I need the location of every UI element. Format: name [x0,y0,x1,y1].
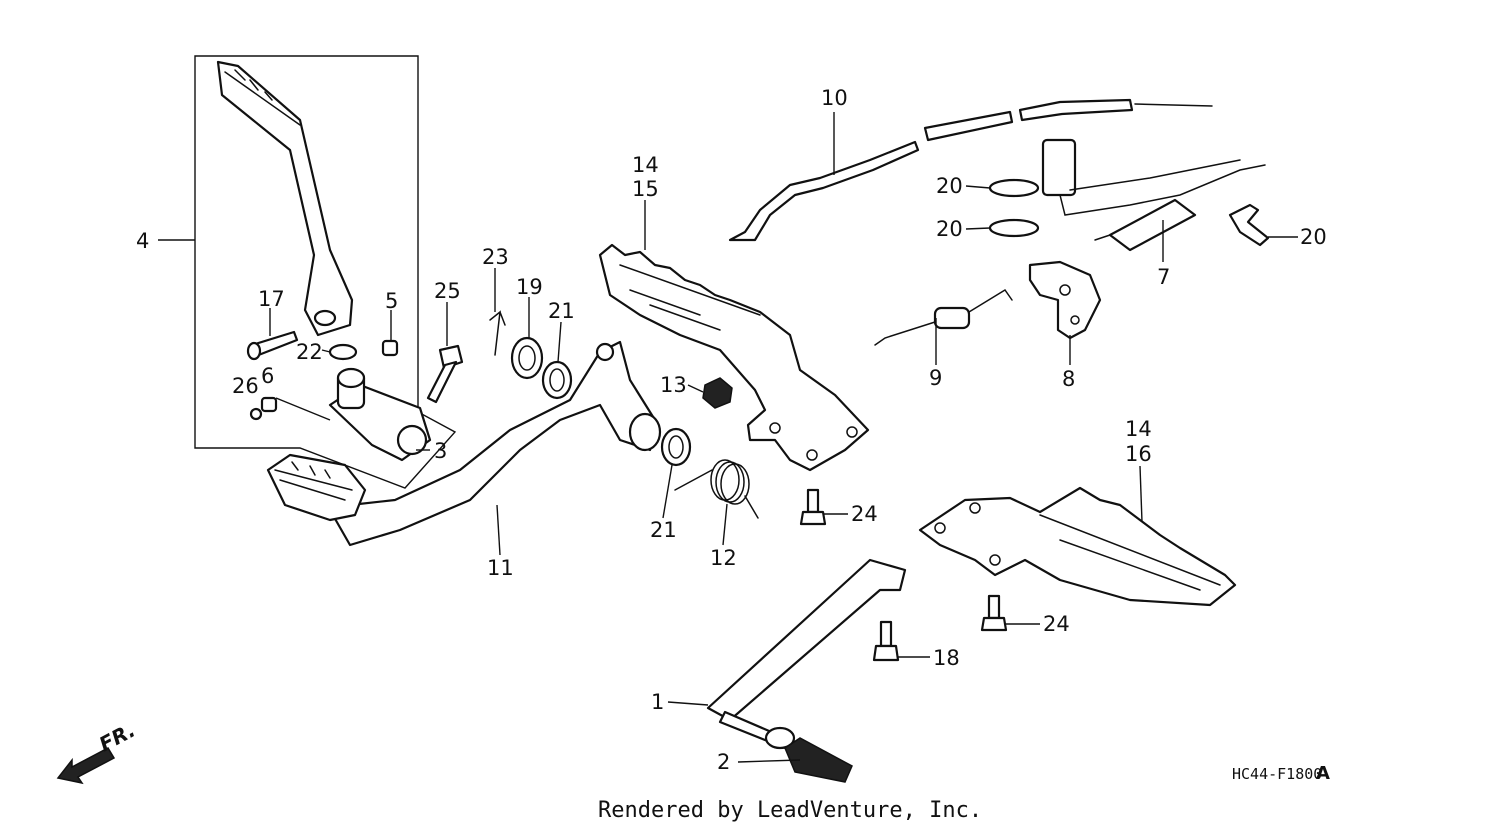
callout-2: 2 [717,750,730,774]
spring-5 [381,339,399,357]
return-spring-12 [674,459,759,519]
seal-21-lower [660,427,692,467]
callout-11: 11 [487,556,514,580]
callout-20-c: 20 [1300,225,1327,249]
callout-8: 8 [1062,367,1075,391]
seal-19 [510,336,544,380]
clip-20-b [988,218,1040,238]
leader-lines [158,112,1298,763]
cotter-pin-23 [489,310,506,356]
callout-13: 13 [660,373,687,397]
callout-17: 17 [258,287,285,311]
brake-pedal [266,340,662,547]
callout-21-lower: 21 [650,518,677,542]
washer-22 [328,343,358,361]
bracket-8 [1028,260,1102,340]
footpeg-right [598,243,870,472]
bolt-17 [246,330,299,361]
kick-starter-group-frame [194,55,457,489]
callout-20-a: 20 [936,174,963,198]
bolt-24-upper [799,488,827,526]
callout-26: 26 [232,374,259,398]
front-direction-arrow: FR. [56,718,139,785]
brake-switch-7 [1041,138,1266,252]
callout-24-upper: 24 [851,502,878,526]
callout-3: 3 [434,439,447,463]
callout-14-upper: 14 [632,153,659,177]
shift-arm-1 [706,558,907,750]
callout-20-b: 20 [936,217,963,241]
ball-26 [249,407,263,421]
callout-12: 12 [710,546,737,570]
callout-23: 23 [482,245,509,269]
clip-20-a [988,178,1040,198]
callout-24-lower: 24 [1043,612,1070,636]
kick-pivot-housing [328,367,432,462]
callout-10: 10 [821,86,848,110]
bolt-18 [872,620,900,662]
cable-10 [728,98,1213,242]
callout-9: 9 [929,366,942,390]
callout-16: 16 [1125,442,1152,466]
clip-20-c [1228,203,1270,247]
callout-22: 22 [296,340,323,364]
callout-6: 6 [261,364,274,388]
kick-starter-arm [216,60,354,337]
seal-21-upper [541,360,573,400]
drawing-rev: A [1316,763,1330,784]
callout-5: 5 [385,289,398,313]
callout-7: 7 [1157,265,1170,289]
callout-4: 4 [136,229,149,253]
drawing-code: HC44-F1800 [1232,765,1322,783]
spring-6 [260,396,278,413]
cap-13 [702,377,733,409]
callout-1: 1 [651,690,664,714]
callout-21-upper: 21 [548,299,575,323]
footpeg-left [918,486,1237,607]
render-credit: Rendered by LeadVenture, Inc. [598,798,982,823]
callout-18: 18 [933,646,960,670]
spring-9 [874,288,1013,346]
shift-rubber-2 [784,737,853,783]
bolt-24-lower [980,594,1008,632]
callout-19: 19 [516,275,543,299]
bolt-25 [426,344,464,404]
callout-14-lower: 14 [1125,417,1152,441]
callout-25: 25 [434,279,461,303]
callout-15: 15 [632,177,659,201]
